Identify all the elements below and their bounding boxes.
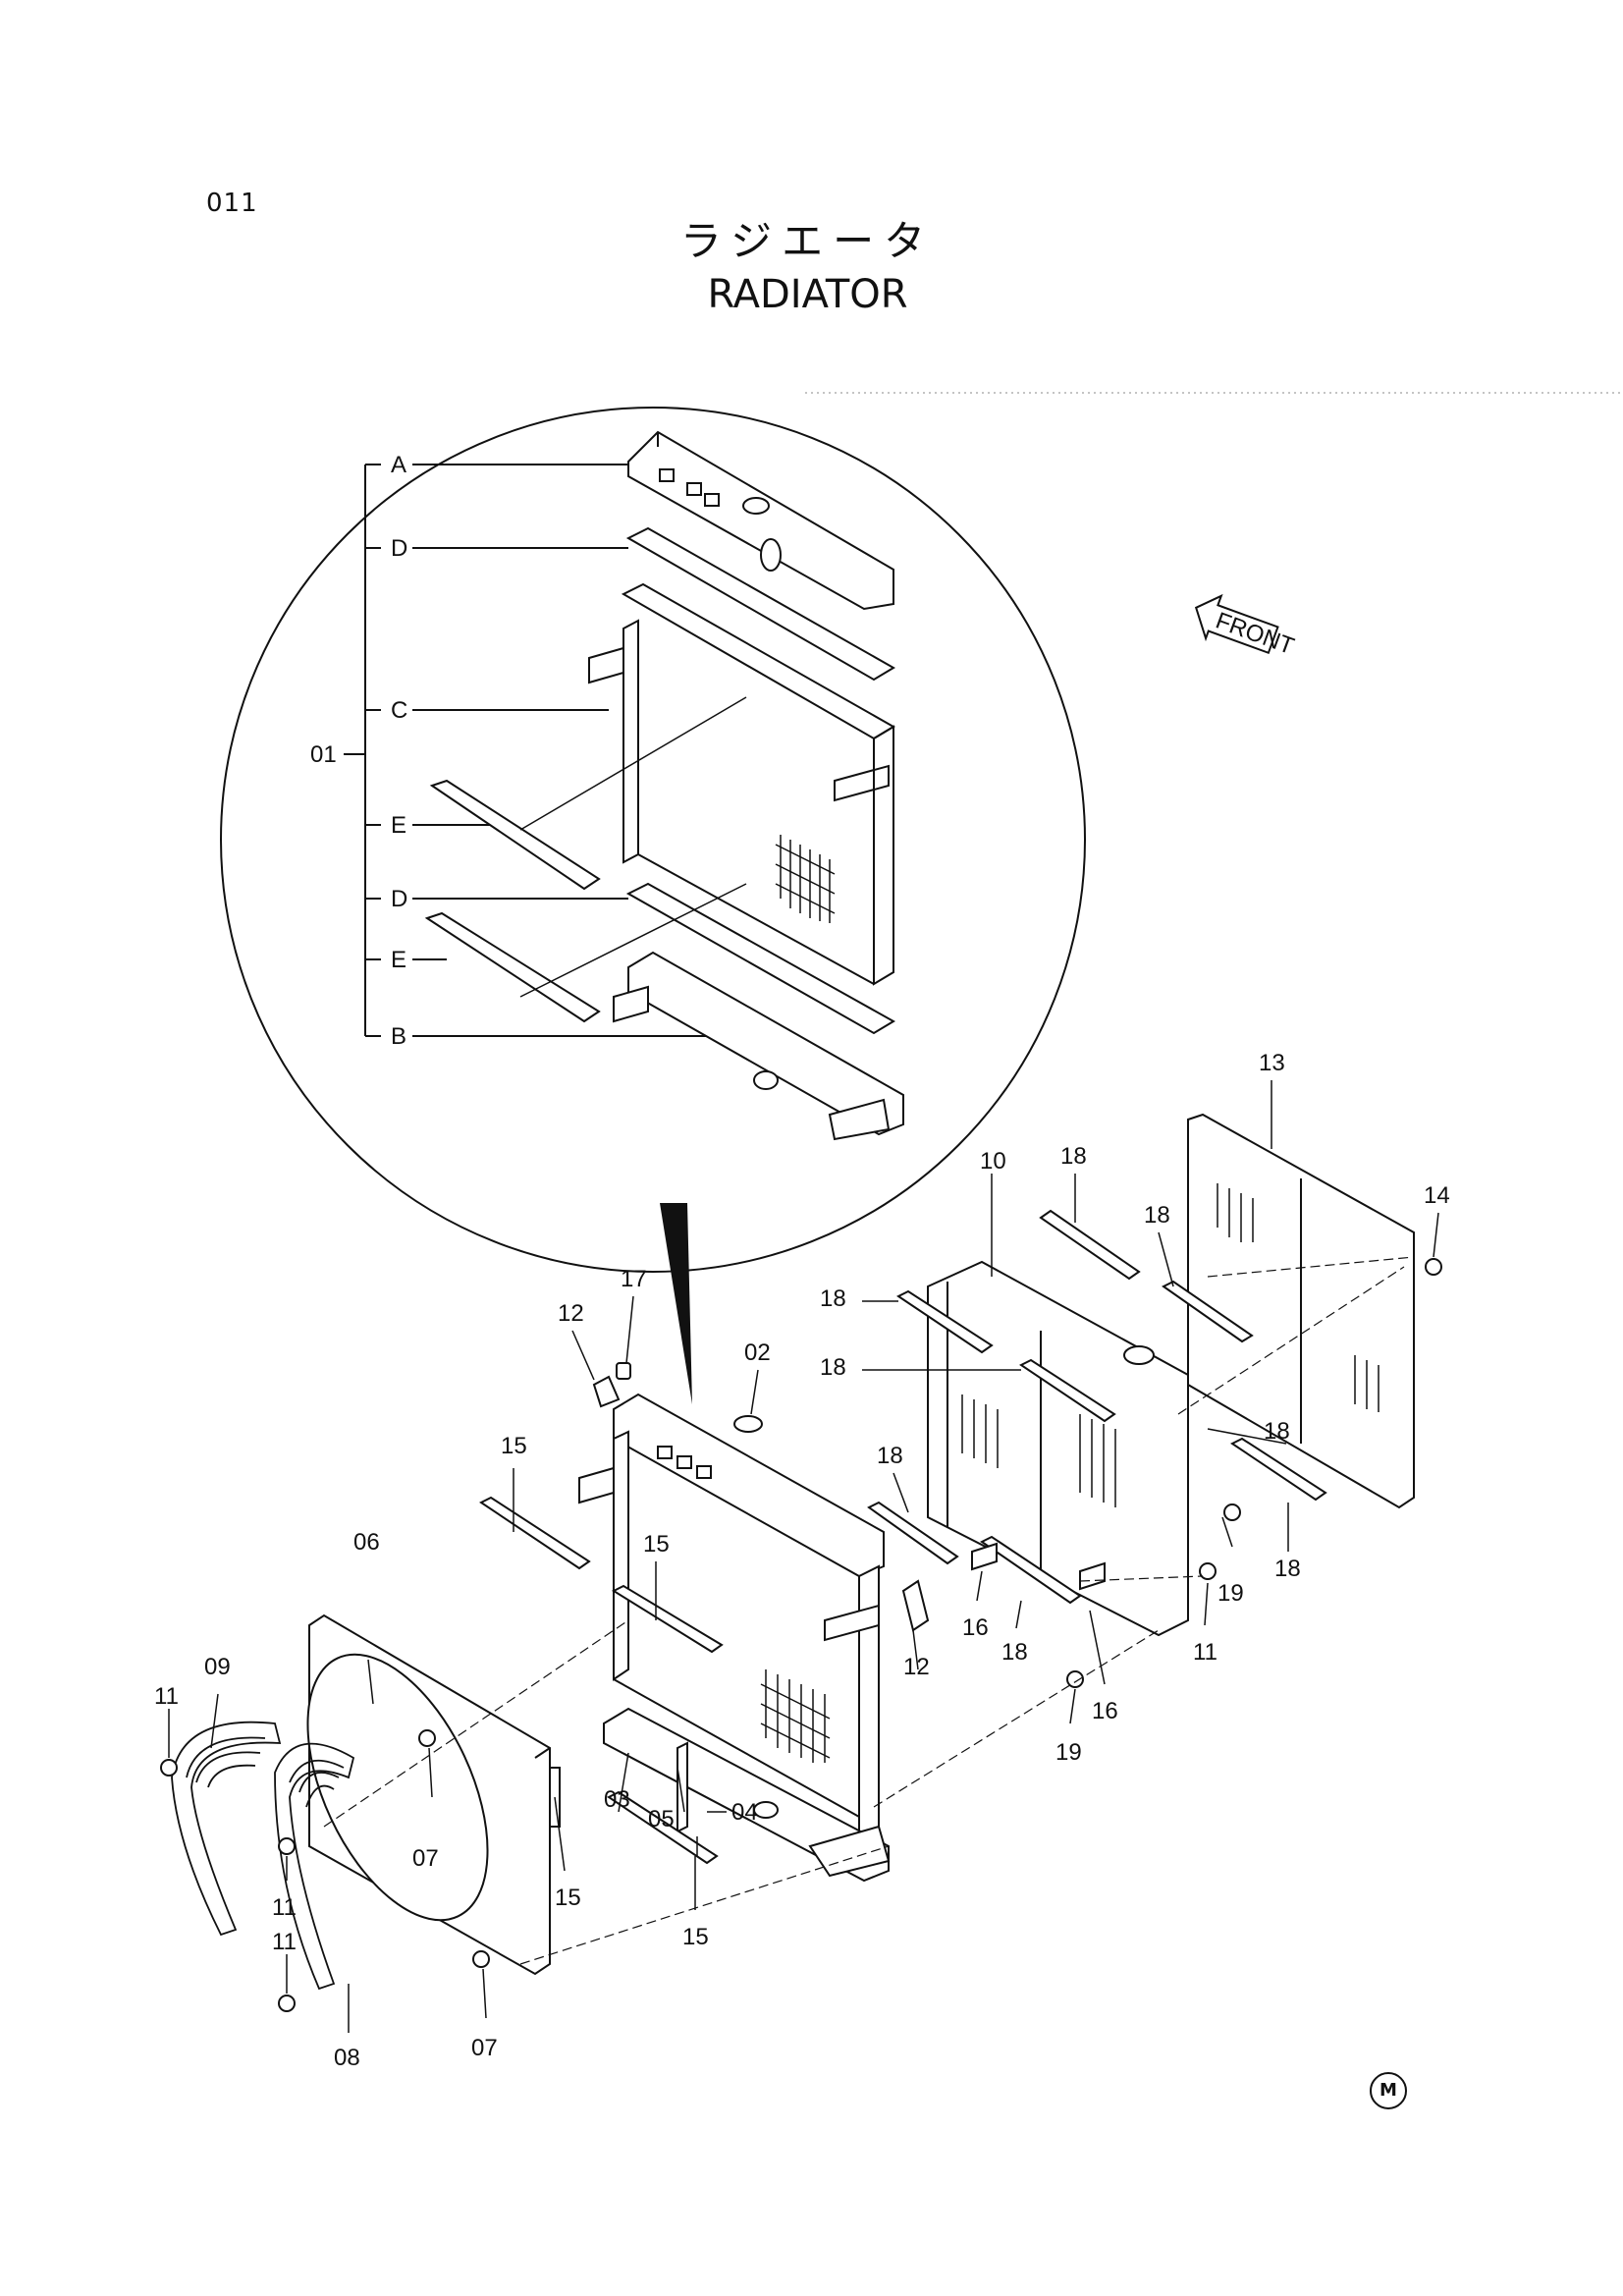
- label-01: 01: [310, 741, 337, 768]
- callout-12-b: 12: [903, 1654, 930, 1680]
- front-label: FRONT: [1213, 608, 1298, 661]
- callout-11-c: 11: [272, 1929, 297, 1955]
- callout-12-a: 12: [558, 1300, 584, 1327]
- callout-15-b: 15: [643, 1531, 670, 1558]
- side-strap-upper: [429, 779, 601, 891]
- callout-11-b: 11: [272, 1894, 297, 1921]
- callout-17: 17: [621, 1266, 647, 1292]
- title-english: RADIATOR: [707, 272, 908, 317]
- callout-03: 03: [604, 1786, 630, 1813]
- callout-18-g: 18: [1001, 1639, 1028, 1666]
- upper-tank: [627, 430, 894, 611]
- callout-07-a: 07: [412, 1845, 439, 1872]
- callout-06: 06: [353, 1529, 380, 1556]
- strap-leader-upper: [519, 696, 747, 831]
- manual-mark-icon: M: [1370, 2072, 1407, 2109]
- seal-strips-18: [867, 1209, 1327, 1605]
- callout-05: 05: [648, 1806, 675, 1832]
- label-a: A: [391, 452, 406, 478]
- fan-shroud: [306, 1613, 551, 1976]
- callout-11-a: 11: [154, 1683, 179, 1710]
- fan-guard-08: [274, 1742, 355, 1991]
- label-e-lower: E: [391, 947, 406, 973]
- page-code: 011: [206, 189, 258, 218]
- callout-19-b: 19: [1055, 1739, 1082, 1766]
- title-japanese: ラジエータ: [679, 217, 936, 265]
- screen-13: [1187, 1113, 1415, 1509]
- assembly-lines: [323, 1256, 1415, 1965]
- callout-18-a: 18: [1060, 1143, 1087, 1170]
- callout-15-c: 15: [555, 1885, 581, 1911]
- radiator-assembly: [578, 1393, 891, 1883]
- strap-leader-lower: [519, 883, 747, 998]
- title-block: ラジエータ RADIATOR: [0, 214, 1623, 320]
- lower-gasket: [625, 882, 895, 1035]
- assembly-bracket: [344, 464, 727, 1037]
- callout-13: 13: [1259, 1050, 1285, 1076]
- radiator-core: [588, 582, 895, 986]
- callout-15-a: 15: [501, 1433, 527, 1459]
- bolts: [160, 1258, 1442, 2012]
- callout-18-f: 18: [877, 1443, 903, 1469]
- detail-pointer: [660, 1203, 692, 1404]
- callout-14: 14: [1424, 1182, 1450, 1209]
- detail-circle: [220, 407, 1086, 1273]
- callout-09: 09: [204, 1654, 231, 1680]
- callout-18-d: 18: [820, 1354, 846, 1381]
- callout-18-b: 18: [1144, 1202, 1170, 1229]
- callout-19-a: 19: [1217, 1580, 1244, 1607]
- upper-gasket: [625, 526, 895, 682]
- label-d-lower: D: [391, 886, 407, 912]
- side-strap-lower: [424, 911, 601, 1023]
- lower-tank: [613, 951, 904, 1141]
- callout-07-b: 07: [471, 2035, 498, 2061]
- callout-18-e: 18: [1264, 1418, 1290, 1445]
- leader-lines: [168, 1080, 1439, 2033]
- front-arrow: FRONT: [1194, 593, 1298, 661]
- callout-08: 08: [334, 2045, 360, 2071]
- label-c: C: [391, 697, 407, 724]
- callout-18-h: 18: [1274, 1556, 1301, 1582]
- callout-02: 02: [744, 1339, 771, 1366]
- callout-10: 10: [980, 1148, 1006, 1175]
- callout-16-b: 16: [1092, 1698, 1118, 1724]
- callout-11-d: 11: [1193, 1639, 1217, 1666]
- small-parts: [592, 1362, 930, 1833]
- label-d-upper: D: [391, 535, 407, 562]
- fan-guard-09: [171, 1721, 282, 1937]
- label-e-upper: E: [391, 812, 406, 839]
- callout-18-c: 18: [820, 1285, 846, 1312]
- callout-04: 04: [731, 1799, 758, 1826]
- oil-cooler-10: [927, 1260, 1189, 1637]
- callout-15-d: 15: [682, 1924, 709, 1950]
- label-b: B: [391, 1023, 406, 1050]
- callout-16-a: 16: [962, 1614, 989, 1641]
